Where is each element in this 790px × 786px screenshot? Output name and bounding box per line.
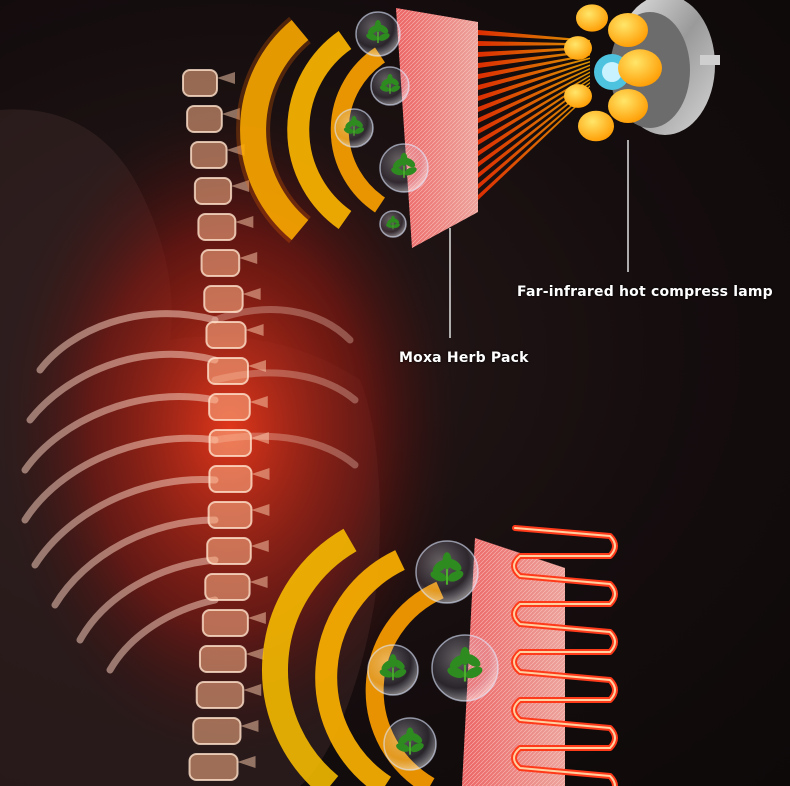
- vertebra-process: [245, 648, 264, 660]
- vertebra: [198, 645, 247, 673]
- vertebra: [195, 681, 245, 709]
- vertebra: [208, 393, 251, 421]
- vertebra: [207, 501, 253, 529]
- lamp-bulb: [578, 110, 614, 142]
- infrared-beam: [478, 68, 590, 123]
- infrared-beam: [478, 89, 590, 189]
- vertebra-process: [235, 216, 254, 228]
- infrared-beam: [478, 71, 590, 134]
- infrared-beam: [478, 75, 590, 145]
- lamp-bulb: [576, 4, 608, 32]
- vertebra: [207, 357, 249, 385]
- vertebra: [203, 285, 244, 313]
- vertebra: [208, 429, 252, 457]
- infrared-beams: [478, 30, 590, 200]
- herb-pack-label: Moxa Herb Pack: [399, 350, 529, 366]
- vertebra-process: [217, 72, 235, 84]
- vertebra: [190, 141, 228, 169]
- vertebra: [200, 249, 241, 277]
- infrared-beam: [478, 61, 590, 101]
- vertebra-process: [243, 684, 262, 696]
- lamp-bulb: [618, 49, 662, 87]
- vertebra: [188, 753, 239, 781]
- herb-leaf-icon: [383, 717, 437, 771]
- vertebra: [208, 465, 253, 493]
- infrared-beam: [478, 47, 590, 57]
- vertebra: [192, 717, 242, 745]
- lamp-bulb: [564, 36, 592, 60]
- upper-herb-pack: [396, 8, 478, 248]
- vertebra-process: [251, 468, 270, 480]
- herb-bubbles: [334, 11, 499, 771]
- vertebra-process: [237, 756, 256, 768]
- lamp-label: Far-infrared hot compress lamp: [517, 284, 773, 300]
- vertebra: [193, 177, 233, 205]
- vertebra-process: [247, 612, 266, 624]
- vertebra: [197, 213, 237, 241]
- herb-leaf-icon: [367, 644, 419, 696]
- herb-leaf-icon: [379, 143, 429, 193]
- infrared-beam: [478, 57, 590, 90]
- spine: [182, 69, 270, 781]
- infrared-beam: [478, 78, 590, 156]
- vertebra-process: [251, 504, 270, 516]
- infrared-beam: [478, 92, 590, 200]
- vertebra-process: [240, 720, 259, 732]
- infrared-beam: [478, 41, 590, 46]
- infrared-beam: [478, 64, 590, 112]
- herb-leaf-icon: [415, 540, 479, 604]
- infrared-beam: [478, 82, 590, 167]
- vertebra-process: [245, 324, 264, 336]
- heating-coil-icon: [511, 525, 618, 786]
- lamp-bulb: [608, 13, 648, 47]
- vertebra-process: [250, 432, 269, 444]
- infrared-beam: [478, 50, 590, 68]
- infrared-beam: [478, 30, 590, 42]
- vertebra: [204, 573, 251, 601]
- herb-leaf-icon: [370, 66, 410, 106]
- herb-leaf-icon: [379, 210, 407, 238]
- vertebra-process: [249, 396, 268, 408]
- vertebra: [206, 537, 252, 565]
- vertebra-process: [231, 180, 250, 192]
- vertebra-process: [239, 252, 258, 264]
- infrared-beam: [478, 85, 590, 178]
- vertebra-process: [221, 108, 240, 120]
- herb-leaf-icon: [355, 11, 401, 57]
- infrared-beam: [478, 54, 590, 79]
- vertebra: [201, 609, 249, 637]
- herb-leaf-icon: [334, 108, 374, 148]
- lamp-bulb: [608, 89, 648, 123]
- rib-cage: [21, 306, 359, 674]
- vertebra-process: [249, 576, 268, 588]
- vertebra: [205, 321, 247, 349]
- lamp-bulb: [564, 84, 592, 108]
- vertebra-process: [226, 144, 245, 156]
- herb-leaf-icon: [431, 634, 499, 702]
- vertebra-process: [250, 540, 269, 552]
- vertebra-process: [247, 360, 266, 372]
- infrared-lamp-icon: [564, 0, 720, 142]
- vertebra: [186, 105, 223, 133]
- vertebra: [182, 69, 218, 97]
- vertebra-process: [242, 288, 261, 300]
